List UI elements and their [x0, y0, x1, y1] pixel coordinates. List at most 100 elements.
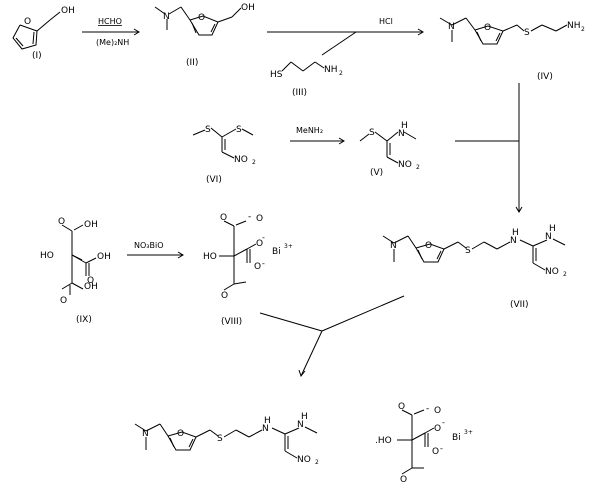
atom-NO: NO — [297, 455, 311, 465]
charge: - — [440, 444, 443, 453]
arrow-4: MeNH₂ — [290, 126, 345, 145]
atom-HO: HO — [40, 251, 54, 261]
compound-label: (III) — [292, 88, 307, 98]
atom-H: H — [401, 121, 408, 131]
atom-S: S — [369, 128, 375, 138]
atom-NH: NH — [324, 65, 338, 75]
atom-S: S — [524, 28, 530, 38]
atom-OH: OH — [84, 220, 98, 230]
charge: 3+ — [464, 429, 473, 436]
atom-OH: OH — [61, 6, 75, 16]
atom-N: N — [390, 241, 397, 251]
atom-subscript: 2 — [339, 70, 343, 77]
atom-N: N — [262, 424, 269, 434]
reagent-bismuth-nitrate: NO₃BiO — [134, 241, 164, 250]
atom-subscript: 2 — [563, 271, 567, 278]
arrow-6 — [259, 295, 405, 378]
atom-N: N — [510, 236, 517, 246]
compound-label: (I) — [32, 51, 42, 61]
atom-S: S — [217, 434, 223, 444]
atom-OH: OH — [241, 3, 255, 13]
atom-O: O — [484, 23, 491, 33]
atom-H: H — [512, 228, 519, 238]
atom-O: O — [220, 213, 227, 223]
atom-S: S — [465, 246, 471, 256]
charge: O — [256, 214, 263, 224]
compound-label: (VII) — [510, 300, 529, 310]
arrow-2: HCl — [267, 17, 424, 56]
charge: 3+ — [284, 243, 293, 250]
compound-IV: N O S NH 2 (IV) — [439, 17, 585, 82]
charge: O — [434, 406, 441, 416]
atom-O: O — [87, 276, 94, 286]
charge: - — [262, 259, 265, 268]
atom-N: N — [448, 22, 455, 32]
atom-O-minus: - — [248, 212, 251, 222]
atom-subscript: 2 — [581, 26, 585, 33]
atom-H: H — [549, 224, 556, 234]
atom-NO: NO — [545, 267, 559, 277]
atom-N: N — [297, 420, 304, 430]
arrow-3 — [455, 83, 523, 213]
compound-II: N O OH (II) — [154, 3, 255, 68]
atom-O: O — [177, 429, 184, 439]
atom-O: O — [24, 17, 31, 27]
final-product: N O S H N H N NO 2 O - O O - .HO O - O B… — [134, 402, 473, 485]
atom-OH: OH — [97, 252, 111, 262]
atom-O: O — [400, 475, 407, 485]
atom-subscript: 2 — [416, 164, 420, 171]
atom-O-minus: O — [432, 447, 439, 457]
reagent-hcho: HCHO — [98, 17, 122, 26]
compound-label: (V) — [370, 168, 383, 178]
compound-V: S H N NO 2 (V) — [359, 121, 420, 178]
compound-VII: N O S H N H N NO 2 (VII) — [382, 224, 567, 310]
atom-S: S — [236, 125, 242, 135]
atom-OH: OH — [84, 282, 98, 292]
arrow-5: NO₃BiO — [127, 241, 184, 259]
atom-NO: NO — [398, 160, 412, 170]
charge: - — [262, 233, 265, 242]
charge: - — [442, 418, 445, 427]
atom-NO: NO — [234, 155, 248, 165]
compound-III: HS NH 2 (III) — [270, 61, 343, 98]
atom-N: N — [398, 129, 405, 139]
reagent-dimethylamine: (Me)₂NH — [96, 38, 129, 47]
compound-VIII: O - O O - HO O - O Bi 3+ (VIII) — [203, 212, 293, 327]
compound-label: (VI) — [206, 175, 222, 185]
atom-O: O — [425, 241, 432, 251]
compound-VI: S S NO 2 (VI) — [192, 125, 256, 185]
atom-HO: .HO — [375, 436, 392, 446]
atom-NH: NH — [567, 21, 581, 31]
compound-I: OH O (I) — [12, 6, 75, 61]
atom-subscript: 2 — [252, 159, 256, 166]
atom-O: O — [398, 402, 405, 412]
compound-label: (IX) — [76, 315, 92, 325]
atom-O: O — [256, 239, 263, 249]
atom-N: N — [163, 12, 170, 22]
atom-O-minus: O — [254, 262, 261, 272]
atom-HO: HO — [203, 252, 217, 262]
atom-Bi: Bi — [452, 433, 461, 443]
atom-HS: HS — [270, 70, 283, 80]
atom-N: N — [142, 429, 149, 439]
compound-label: (IV) — [537, 72, 553, 82]
compound-label: (VIII) — [221, 317, 242, 327]
atom-N: N — [545, 232, 552, 242]
arrow-1: HCHO (Me)₂NH — [82, 17, 140, 47]
atom-S: S — [205, 125, 211, 135]
atom-H: H — [301, 412, 308, 422]
compound-IX: O OH HO O OH O OH (IX) — [40, 217, 111, 325]
atom-H: H — [264, 416, 271, 426]
reagent-hcl: HCl — [379, 17, 393, 26]
atom-O: O — [221, 291, 228, 301]
atom-O: O — [198, 13, 205, 23]
atom-O: O — [58, 217, 65, 227]
atom-subscript: 2 — [315, 459, 319, 466]
atom-Bi: Bi — [272, 247, 281, 257]
atom-O: O — [60, 296, 67, 306]
atom-O-minus: - — [426, 404, 429, 414]
reagent-methylamine: MeNH₂ — [296, 126, 323, 135]
atom-O: O — [434, 424, 441, 434]
